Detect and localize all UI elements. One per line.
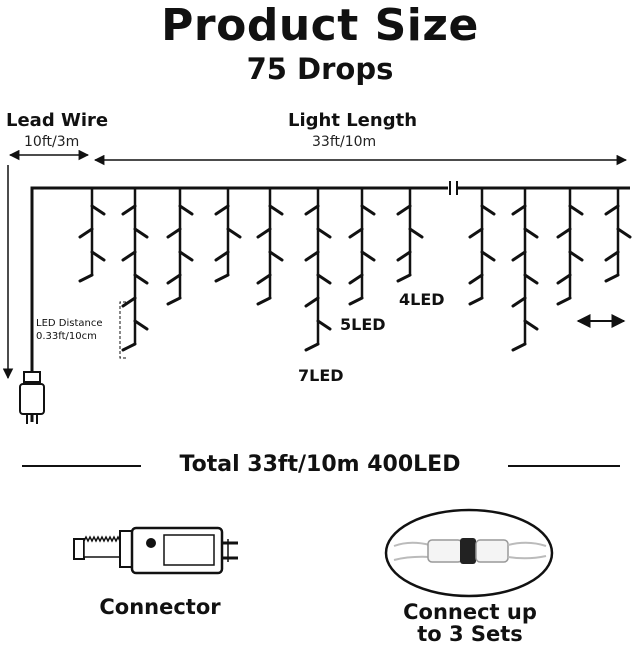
led-bulb [121, 342, 137, 352]
led-bulb [480, 204, 496, 216]
led-bulb [568, 250, 584, 262]
led-bulb [133, 319, 149, 331]
main-wire [30, 186, 448, 422]
led-bulb [78, 227, 94, 239]
led-bulb [468, 227, 484, 239]
led-bulb [511, 204, 527, 216]
led-distance-bracket [119, 301, 126, 359]
led-bulb [256, 227, 272, 239]
led-bulb [268, 250, 284, 262]
led-bulb [360, 204, 376, 216]
led-bulb [256, 273, 272, 285]
led-bulb [178, 204, 194, 216]
connect-sets-icon [384, 508, 554, 598]
led-bulb [316, 319, 332, 331]
led-bulb [133, 273, 149, 285]
led-bulb [226, 227, 242, 239]
led-bulb [360, 250, 376, 262]
led-bulb [568, 204, 584, 216]
connect-sets-line1: Connect up [403, 600, 537, 624]
light-length-label: Light Length [288, 110, 418, 131]
led-bulb [556, 227, 572, 239]
plug-icon [19, 371, 45, 424]
led-bulb [121, 250, 137, 262]
led-bulb [214, 250, 230, 262]
led-bulb [523, 227, 539, 239]
drop-label-5led: 5LED [340, 315, 386, 334]
led-bulb [256, 296, 272, 306]
light-drops [78, 188, 632, 352]
connector-icon [73, 526, 238, 575]
led-bulb [166, 296, 182, 306]
led-bulb [408, 227, 424, 239]
led-bulb [316, 227, 332, 239]
led-bulb [604, 273, 620, 283]
led-bulb [511, 342, 527, 352]
led-bulb [604, 250, 620, 262]
led-bulb [90, 250, 106, 262]
led-bulb [166, 273, 182, 285]
lead-wire-value: 10ft/3m [24, 134, 80, 150]
led-bulb [121, 204, 137, 216]
led-bulb [304, 204, 320, 216]
connector-label: Connector [99, 595, 221, 619]
connect-sets-line2: to 3 Sets [417, 622, 523, 646]
led-bulb [348, 296, 364, 306]
led-bulb [511, 250, 527, 262]
led-bulb [556, 296, 572, 306]
led-bulb [604, 204, 620, 216]
led-bulb [348, 227, 364, 239]
led-bulb [616, 227, 632, 239]
led-bulb [214, 204, 230, 216]
led-distance-label: LED Distance [36, 318, 103, 329]
led-bulb [396, 204, 412, 216]
drop-label-4led: 4LED [399, 290, 445, 309]
led-bulb [78, 273, 94, 283]
connect-sets-label: Connect up to 3 Sets [375, 601, 565, 645]
drops-subtitle: 75 Drops [246, 52, 394, 86]
led-bulb [468, 296, 484, 306]
led-bulb [468, 273, 484, 285]
led-bulb [121, 296, 137, 308]
led-bulb [396, 273, 412, 283]
led-bulb [556, 273, 572, 285]
page-title: Product Size [161, 0, 479, 51]
led-bulb [480, 250, 496, 262]
led-bulb [523, 273, 539, 285]
lead-wire-label: Lead Wire [6, 110, 109, 131]
led-bulb [523, 319, 539, 331]
led-bulb [304, 342, 320, 352]
led-bulb [348, 273, 364, 285]
light-length-value: 33ft/10m [312, 134, 377, 150]
led-bulb [133, 227, 149, 239]
total-summary: Total 33ft/10m 400LED [179, 452, 461, 477]
led-bulb [90, 204, 106, 216]
led-bulb [304, 296, 320, 308]
led-bulb [396, 250, 412, 262]
drop-label-7led: 7LED [298, 366, 344, 385]
led-bulb [304, 250, 320, 262]
led-bulb [166, 227, 182, 239]
led-bulb [178, 250, 194, 262]
led-bulb [214, 273, 230, 283]
led-bulb [268, 204, 284, 216]
led-bulb [316, 273, 332, 285]
led-bulb [511, 296, 527, 308]
led-distance-value: 0.33ft/10cm [36, 331, 97, 342]
